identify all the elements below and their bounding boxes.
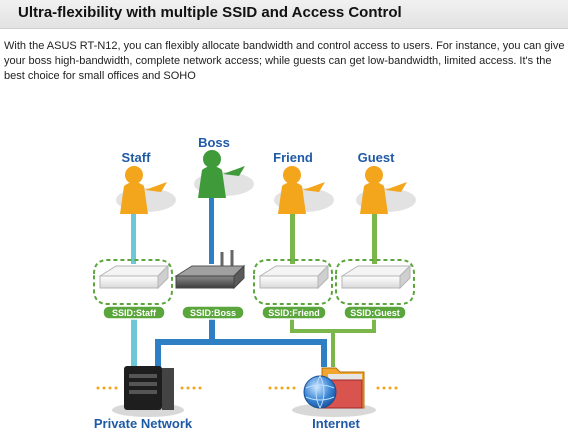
user-staff-label: Staff xyxy=(122,150,152,165)
user-boss-label: Boss xyxy=(198,135,230,150)
link-boss xyxy=(209,196,214,264)
section-title: Ultra-flexibility with multiple SSID and… xyxy=(18,4,402,21)
link-staff-private xyxy=(131,318,137,366)
router-boss xyxy=(174,250,246,290)
user-boss xyxy=(194,150,254,198)
user-router-links xyxy=(131,196,377,264)
link-boss-trunk xyxy=(155,339,327,345)
router-friend xyxy=(253,259,333,305)
ssid-boss-label: SSID:Boss xyxy=(190,308,236,318)
link-guest xyxy=(372,214,377,264)
ssid-badges: SSID:Staff SSID:Boss SSID:Friend SSID:Gu… xyxy=(102,305,407,320)
user-friend-label: Friend xyxy=(273,150,313,165)
internet-icon xyxy=(292,367,376,417)
router-staff xyxy=(93,259,173,305)
server-icon xyxy=(112,366,184,417)
section-header: Ultra-flexibility with multiple SSID and… xyxy=(0,0,568,29)
dotted-trails xyxy=(96,386,398,390)
link-friend xyxy=(290,214,295,264)
internet-label: Internet xyxy=(312,416,360,431)
user-guest-label: Guest xyxy=(358,150,396,165)
ssid-staff-label: SSID:Staff xyxy=(112,308,157,318)
network-links xyxy=(131,318,376,367)
feature-description: With the ASUS RT-N12, you can flexibly a… xyxy=(4,40,565,82)
user-guest xyxy=(356,166,416,214)
ssid-friend-label: SSID:Friend xyxy=(268,308,320,318)
link-staff xyxy=(131,214,136,264)
user-staff xyxy=(116,166,176,214)
user-friend xyxy=(274,166,334,214)
ssid-guest-label: SSID:Guest xyxy=(350,308,400,318)
private-network-label: Private Network xyxy=(94,416,193,431)
router-guest xyxy=(335,259,415,305)
